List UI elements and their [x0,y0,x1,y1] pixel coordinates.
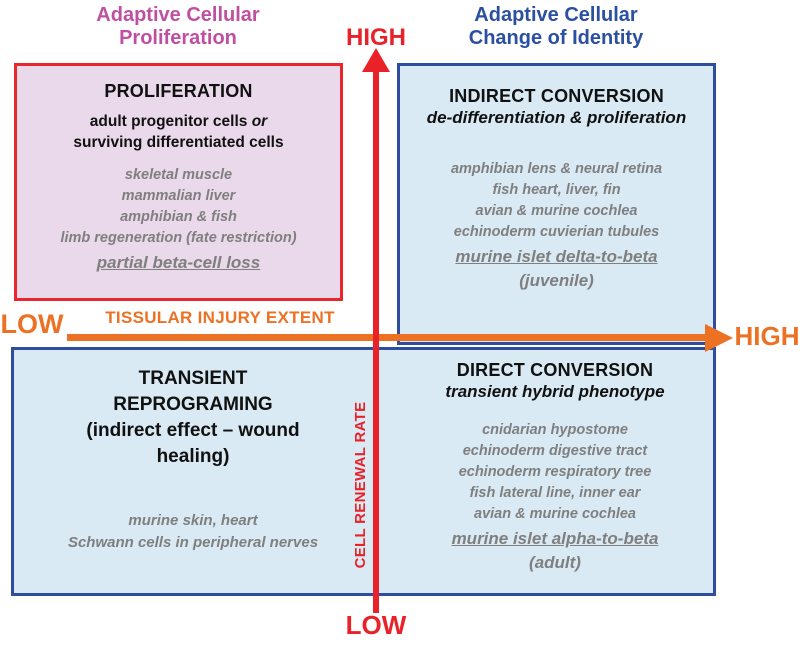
example-item-underlined: partial beta-cell loss [96,253,261,272]
indirect-conversion-box [397,63,716,345]
indirect-subtitle: de-differentiation & proliferation [426,108,687,127]
indirect-conversion-content: INDIRECT CONVERSION de-differentiation &… [403,86,710,293]
example-item: skeletal muscle [124,167,233,183]
proliferation-examples: skeletal muscle mammalian liver amphibia… [22,165,335,275]
vertical-axis-arrowhead-icon [362,48,390,72]
direct-subtitle: transient hybrid phenotype [445,382,665,401]
proliferation-subtitle-or: or [251,113,268,130]
example-item: limb regeneration (fate restriction) [60,230,297,246]
proliferation-subtitle-line2: surviving differentiated cells [73,134,284,151]
indirect-examples: amphibian lens & neural retina fish hear… [403,159,710,293]
horizontal-axis-title: TISSULAR INJURY EXTENT [105,308,335,327]
proliferation-subtitle: adult progenitor cells or surviving diff… [22,111,335,153]
example-item: murine skin, heart [128,512,258,529]
example-note: (adult) [529,553,581,572]
header-right-line1: Adaptive Cellular [474,4,638,26]
transient-examples: murine skin, heart Schwann cells in peri… [28,510,358,554]
example-note: (juvenile) [519,271,594,290]
transient-reprogramming-content: TRANSIENT REPROGRAMING (indirect effect … [28,366,358,554]
transient-title-line: healing) [156,446,230,467]
example-item-underlined: murine islet delta-to-beta [455,247,658,266]
example-item: Schwann cells in peripheral nerves [67,534,319,551]
header-adaptive-proliferation: Adaptive Cellular Proliferation [30,4,326,50]
vertical-axis-low-label: LOW [345,610,407,640]
vertical-axis-title: CELL RENEWAL RATE [352,401,369,569]
direct-conversion-content: DIRECT CONVERSION transient hybrid pheno… [400,360,710,575]
proliferation-subtitle-line1: adult progenitor cells [89,113,252,130]
example-item-underlined: murine islet alpha-to-beta [451,529,659,548]
example-item: avian & murine cochlea [474,506,636,522]
example-item: amphibian lens & neural retina [450,161,663,177]
proliferation-content: PROLIFERATION adult progenitor cells or … [22,81,335,275]
example-item: cnidarian hypostome [482,422,628,438]
header-adaptive-identity: Adaptive Cellular Change of Identity [408,4,704,50]
header-left-line1: Adaptive Cellular [96,4,260,26]
header-left-line2: Proliferation [119,27,237,49]
lower-quadrants-box [11,347,716,596]
proliferation-box [14,63,343,301]
example-item: echinoderm digestive tract [462,443,648,459]
example-item: amphibian & fish [120,209,237,225]
transient-title-line: (indirect effect – wound [86,420,300,441]
horizontal-axis-low-label: LOW [0,309,64,339]
example-item: mammalian liver [121,188,236,204]
example-item: echinoderm cuvierian tubules [453,224,660,240]
example-item: fish lateral line, inner ear [469,485,641,501]
horizontal-axis-line [67,334,707,341]
transient-title-line: REPROGRAMING [113,394,273,415]
example-item: echinoderm respiratory tree [458,464,652,480]
direct-examples: cnidarian hypostome echinoderm digestive… [400,420,710,575]
horizontal-axis-high-label: HIGH [734,321,800,351]
example-item: fish heart, liver, fin [492,182,621,198]
example-item: avian & murine cochlea [475,203,638,219]
indirect-title: INDIRECT CONVERSION [449,86,664,106]
direct-title: DIRECT CONVERSION [456,360,654,380]
transient-title-line: TRANSIENT [138,368,248,389]
vertical-axis-line [373,68,379,613]
header-right-line2: Change of Identity [468,27,644,49]
proliferation-title: PROLIFERATION [104,81,253,101]
horizontal-axis-arrowhead-icon [705,324,733,352]
vertical-axis-high-label: HIGH [346,24,406,51]
